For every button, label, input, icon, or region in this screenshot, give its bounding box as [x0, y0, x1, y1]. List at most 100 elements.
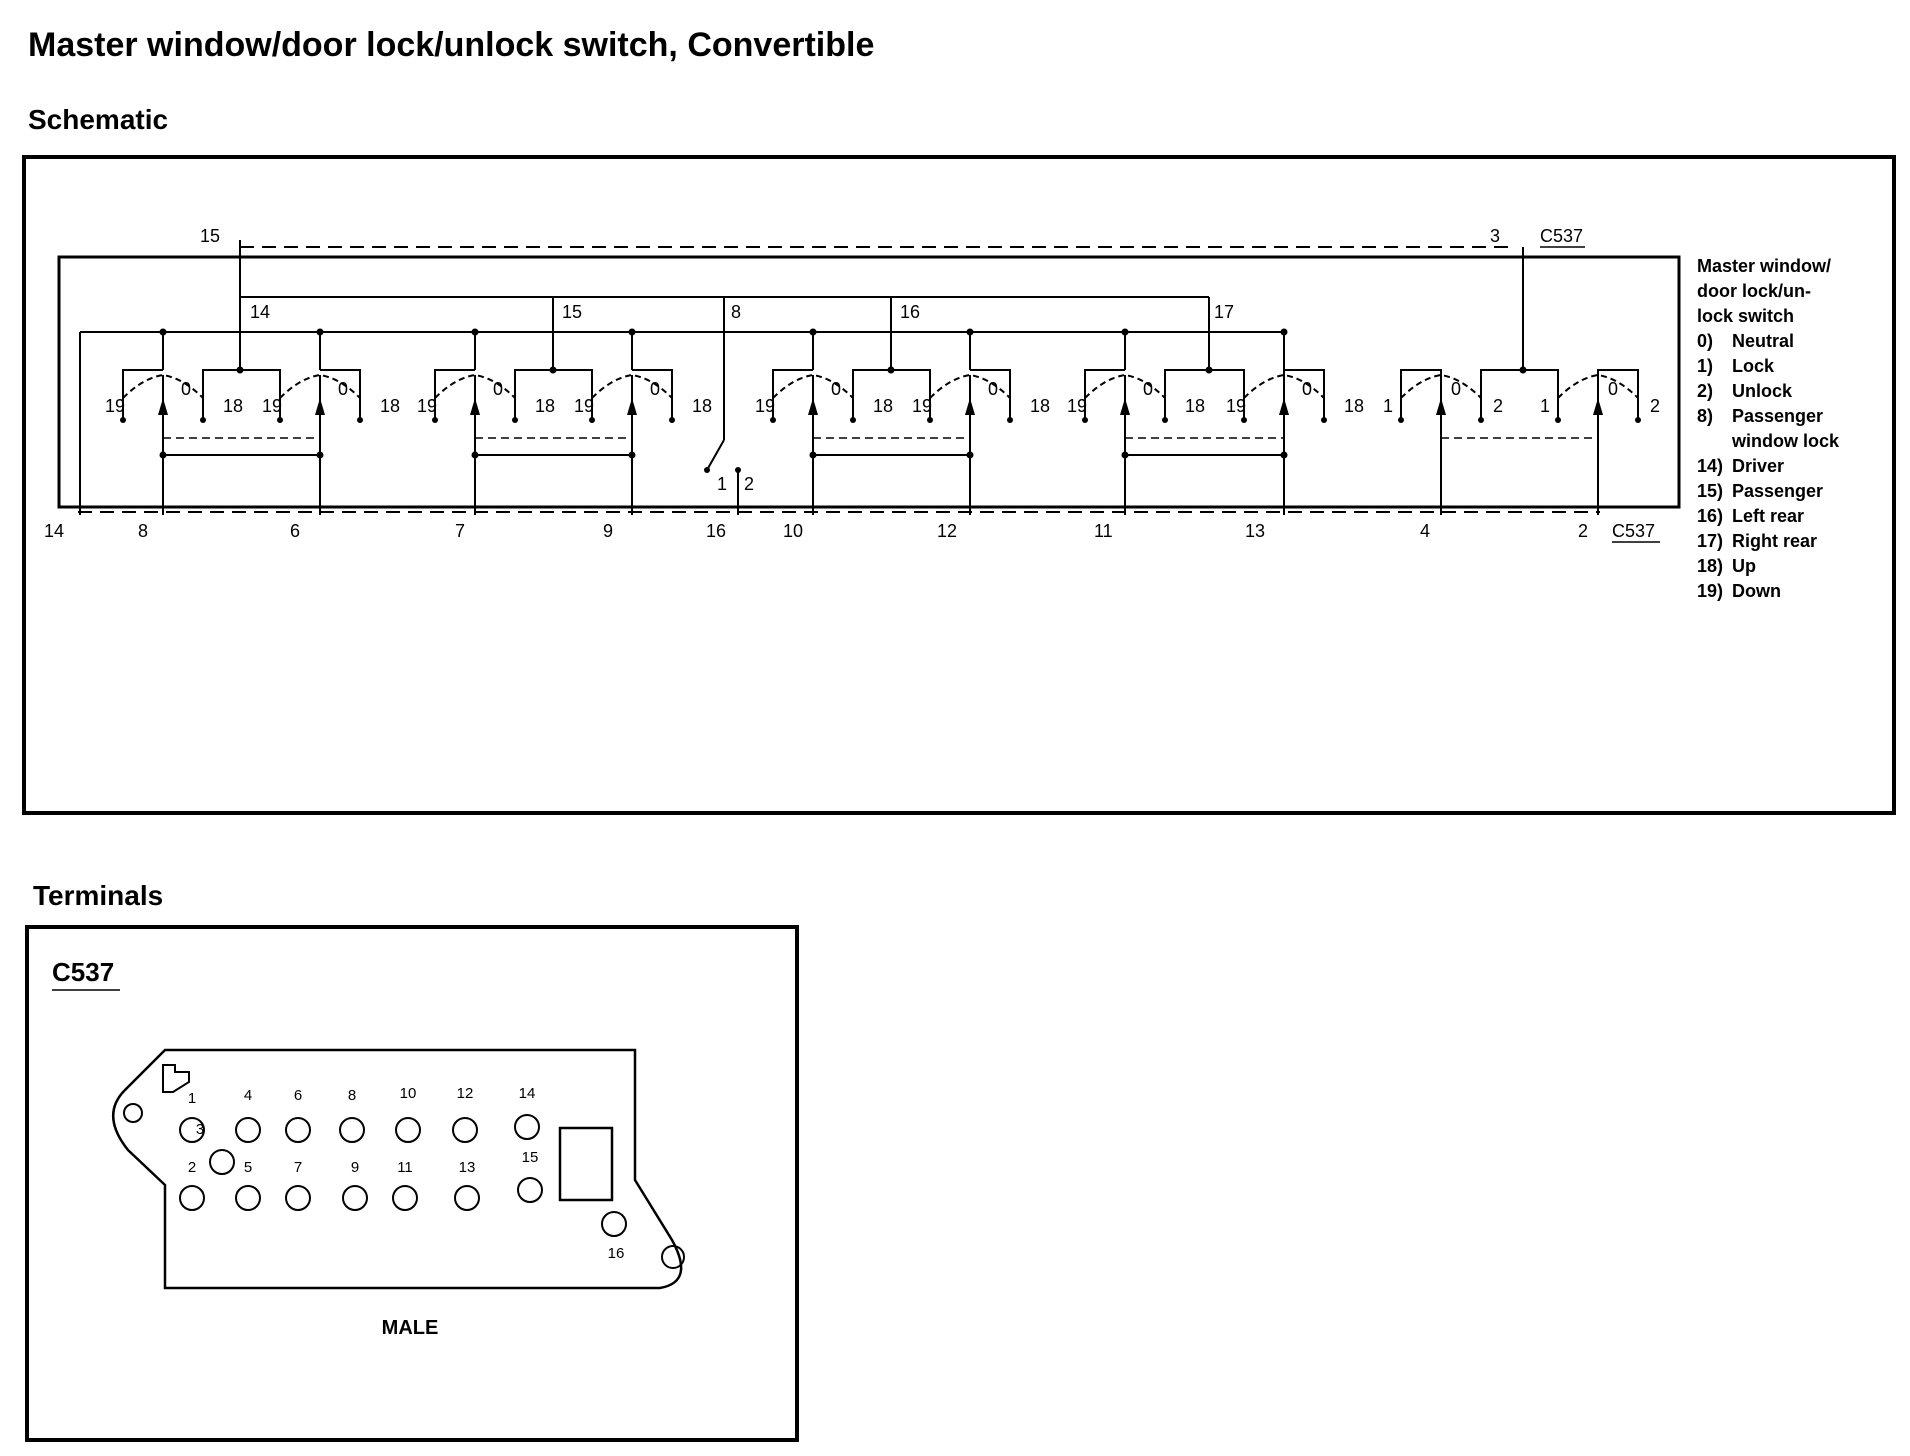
- switch-position-label: 0: [831, 379, 841, 399]
- connector-pin-label: 5: [244, 1159, 252, 1176]
- junction-dot: [887, 366, 895, 374]
- legend: Master window/ door lock/un- lock switch…: [1697, 256, 1840, 601]
- pin-label-3: 3: [1490, 226, 1500, 246]
- neutral-link: [122, 369, 163, 420]
- switch-arc: [434, 373, 516, 399]
- switch-position-label: 0: [181, 379, 191, 399]
- junction-dot: [1121, 328, 1129, 336]
- connector-pin-label: 15: [522, 1149, 539, 1166]
- legend-item-num: 2): [1697, 381, 1713, 401]
- switch-position-label: 2: [1650, 396, 1660, 416]
- switch-position-label: 0: [338, 379, 348, 399]
- connector-pin-label: 10: [400, 1085, 417, 1102]
- legend-item-text: window lock: [1731, 431, 1840, 451]
- bus-label: 14: [250, 302, 270, 322]
- connector-body-outline: [111, 1048, 683, 1290]
- window-switch-pair: [432, 297, 675, 515]
- switch-position-label: 0: [493, 379, 503, 399]
- terminals-heading: Terminals: [33, 880, 164, 911]
- connector-pin: [179, 1117, 205, 1143]
- connector-pin: [235, 1185, 261, 1211]
- connector-gender-label: MALE: [382, 1317, 439, 1339]
- legend-item-num: 16): [1697, 506, 1723, 526]
- lock-contact-1: [704, 467, 710, 473]
- terminals-frame: [25, 925, 799, 1442]
- junction-dot: [809, 328, 817, 336]
- connector-pin-label: 2: [188, 1159, 196, 1176]
- switch-position-label: 19: [105, 396, 125, 416]
- switch-position-label: 19: [574, 396, 594, 416]
- switch-position-label: 0: [1608, 379, 1618, 399]
- connector-pin: [342, 1185, 368, 1211]
- switch-arc: [1400, 373, 1482, 399]
- switch-position-label: 1: [1540, 396, 1550, 416]
- bottom-pin-label: 12: [937, 521, 957, 541]
- switch-arc: [122, 373, 204, 399]
- legend-item-text: Passenger: [1732, 406, 1823, 426]
- junction-dot: [316, 328, 324, 336]
- switch-arc: [1084, 373, 1166, 399]
- lock-unlock-switch-pair: [1398, 366, 1641, 515]
- connector-pin: [339, 1117, 365, 1143]
- bus-label: 8: [731, 302, 741, 322]
- bottom-pin-label: 8: [138, 521, 148, 541]
- switch-position-label: 19: [912, 396, 932, 416]
- neutral-link: [1284, 369, 1325, 420]
- connector-pin: [179, 1185, 205, 1211]
- window-switch-pair: [1082, 297, 1327, 515]
- connector-pin: [395, 1117, 421, 1143]
- legend-item-num: 18): [1697, 556, 1723, 576]
- switch-housing: [57, 255, 1681, 509]
- junction-dot: [1205, 366, 1213, 374]
- switch-arc: [279, 373, 361, 399]
- connector-pin-label: 1: [188, 1090, 196, 1107]
- switch-position-label: 0: [650, 379, 660, 399]
- neutral-link: [772, 369, 813, 420]
- schematic-frame: [22, 155, 1896, 815]
- junction-dot: [236, 366, 244, 374]
- switch-arc: [1557, 373, 1639, 399]
- switch-position-label: 2: [1493, 396, 1503, 416]
- junction-dot: [159, 328, 167, 336]
- legend-item-text: Left rear: [1732, 506, 1804, 526]
- legend-item-num: 0): [1697, 331, 1713, 351]
- switch-group: [120, 297, 1641, 515]
- switch-position-label: 0: [1143, 379, 1153, 399]
- bottom-pin-label: 9: [603, 521, 613, 541]
- neutral-link: [320, 369, 361, 420]
- window-switch-pair: [770, 297, 1013, 515]
- legend-item-num: 17): [1697, 531, 1723, 551]
- lock-link: [1597, 369, 1639, 420]
- neutral-link: [970, 369, 1011, 420]
- legend-item-text: Unlock: [1732, 381, 1793, 401]
- neutral-link: [434, 369, 475, 420]
- connector-pin-label: 14: [519, 1085, 536, 1102]
- connector-pin: [285, 1185, 311, 1211]
- connector-pin-label: 6: [294, 1087, 302, 1104]
- junction-dot: [1519, 366, 1527, 374]
- lock-contact-label: 1: [717, 474, 727, 494]
- legend-title-3: lock switch: [1697, 306, 1794, 326]
- connector-pin: [517, 1177, 543, 1203]
- bottom-pin-label: 16: [706, 521, 726, 541]
- bottom-pin-label: 11: [1094, 521, 1113, 541]
- switch-position-label: 19: [262, 396, 282, 416]
- connector-pin-label: 8: [348, 1087, 356, 1104]
- legend-item-text: Lock: [1732, 356, 1775, 376]
- legend-item-num: 14): [1697, 456, 1723, 476]
- bottom-pin-label: 13: [1245, 521, 1265, 541]
- connector-pin-label: 3: [196, 1121, 204, 1138]
- window-switch-pair: [120, 297, 363, 515]
- switch-position-label: 18: [1185, 396, 1205, 416]
- bus-label: 16: [900, 302, 920, 322]
- legend-item-text: Neutral: [1732, 331, 1794, 351]
- legend-title-2: door lock/un-: [1697, 281, 1811, 301]
- pin-label-15: 15: [200, 226, 220, 246]
- junction-dot: [471, 328, 479, 336]
- legend-item-num: 1): [1697, 356, 1713, 376]
- switch-position-label: 19: [1226, 396, 1246, 416]
- switch-arc: [772, 373, 854, 399]
- legend-item-num: 19): [1697, 581, 1723, 601]
- connector-pin: [392, 1185, 418, 1211]
